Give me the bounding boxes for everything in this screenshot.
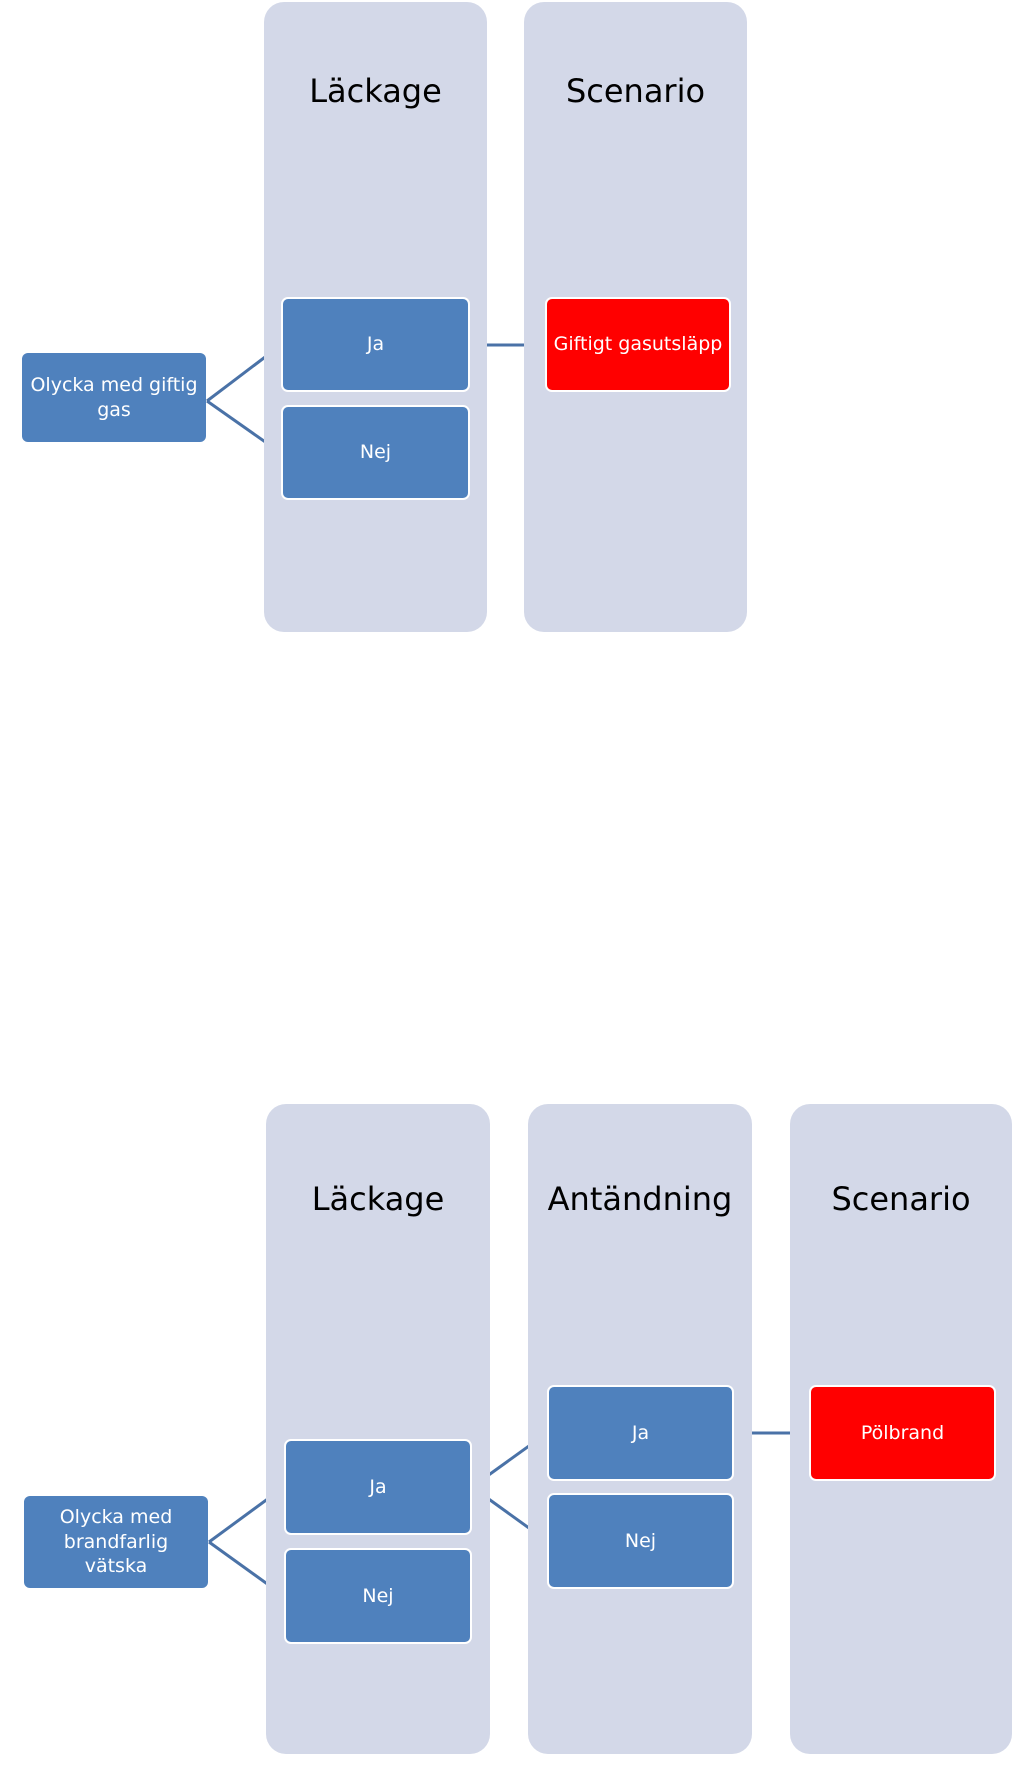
column-title-leak: Läckage xyxy=(311,1180,445,1218)
event-tree-toxic-gas: Läckage Scenario Olycka med giftig gas J… xyxy=(0,0,1024,640)
column-title-leak: Läckage xyxy=(309,72,442,110)
column-title-scenario: Scenario xyxy=(831,1180,971,1218)
outcome-toxic-gas-release: Giftigt gasutsläpp xyxy=(545,297,731,392)
leak-no-node: Nej xyxy=(284,1548,472,1644)
column-title-ignition: Antändning xyxy=(547,1180,733,1218)
connector-lines xyxy=(206,343,545,455)
event-tree-flammable-liquid: Läckage Antändning Scenario Olycka med b… xyxy=(0,1100,1024,1766)
ignition-yes-node: Ja xyxy=(547,1385,734,1481)
start-node-flammable-liquid: Olycka med brandfarlig vätska xyxy=(24,1496,208,1588)
start-node-toxic-gas: Olycka med giftig gas xyxy=(22,353,206,442)
outcome-pool-fire: Pölbrand xyxy=(809,1385,996,1481)
column-leak: Läckage xyxy=(266,1104,490,1754)
leak-no-node: Nej xyxy=(281,405,470,500)
column-title-scenario: Scenario xyxy=(565,72,706,110)
ignition-no-node: Nej xyxy=(547,1493,734,1589)
leak-yes-node: Ja xyxy=(284,1439,472,1535)
leak-yes-node: Ja xyxy=(281,297,470,392)
